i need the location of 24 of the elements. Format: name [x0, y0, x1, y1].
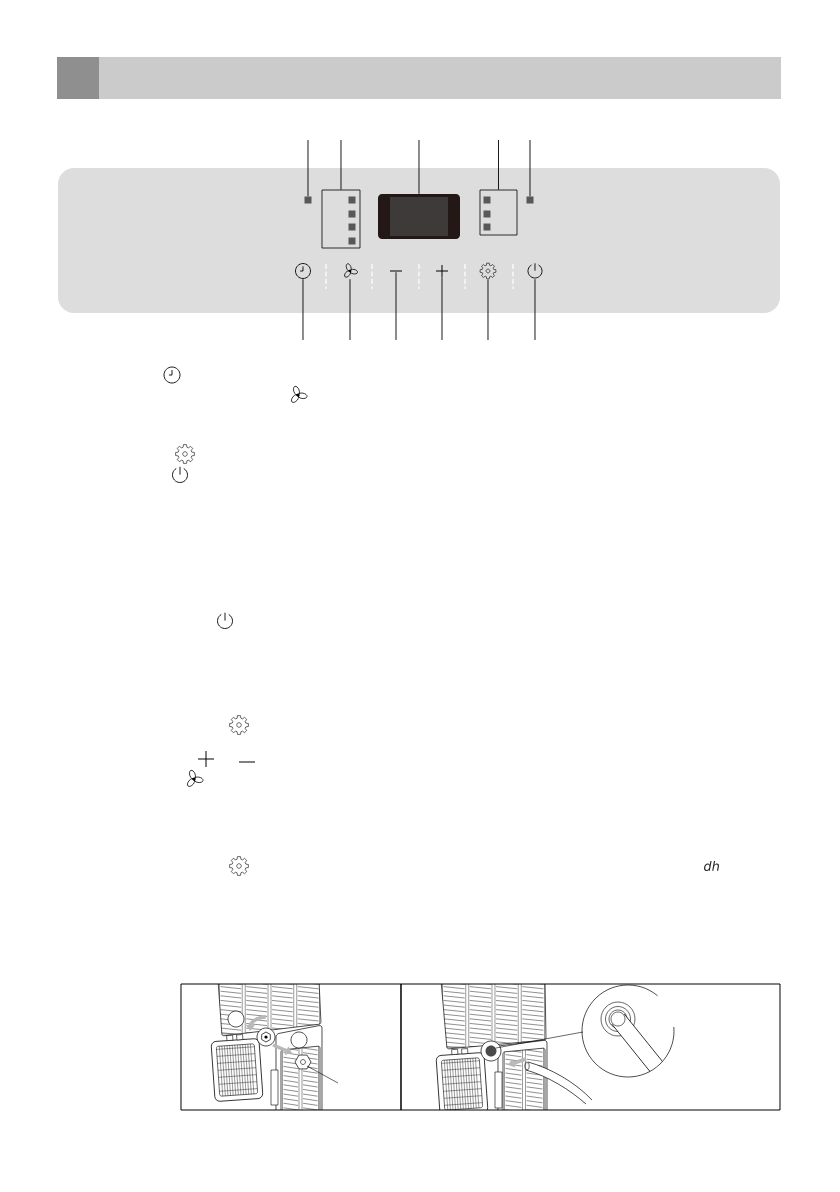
leader-line	[529, 139, 531, 197]
display-screen	[378, 194, 460, 239]
display-code: dh	[704, 860, 719, 872]
minus-sign	[389, 270, 403, 272]
leader-line	[441, 276, 443, 341]
indicator-light	[304, 196, 312, 204]
indicator-light	[526, 196, 534, 204]
clock-icon	[295, 263, 311, 279]
indicator-panel	[479, 189, 518, 236]
leader-line	[498, 139, 499, 191]
fan-icon	[344, 263, 358, 278]
leader-line	[395, 271, 397, 341]
leader-line	[418, 139, 420, 195]
gear-icon	[479, 262, 497, 280]
leader-line	[534, 278, 536, 341]
leader-line	[487, 279, 489, 341]
plus-sign	[435, 264, 449, 278]
leader-line	[302, 278, 304, 341]
leader-line	[349, 278, 351, 341]
control-panel	[58, 168, 780, 313]
power-icon	[527, 262, 543, 279]
leader-line	[340, 139, 342, 191]
indicator-panel	[321, 189, 361, 249]
leader-line	[307, 139, 309, 197]
